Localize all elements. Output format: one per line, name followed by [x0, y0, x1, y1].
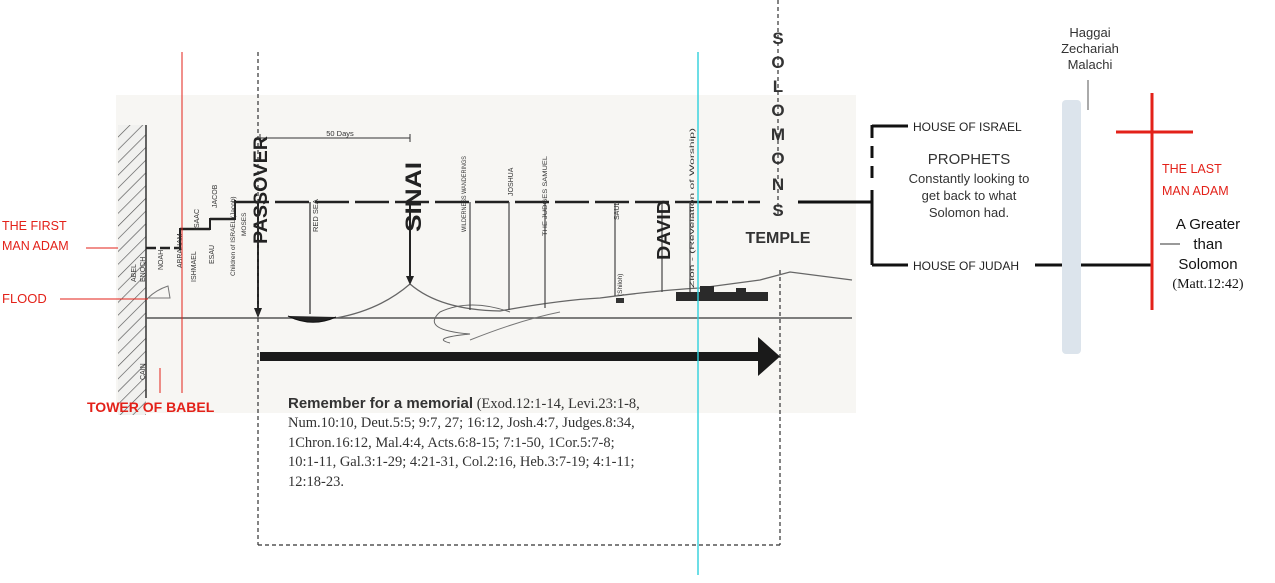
memorial-line-1: (Exod.12:1-14, Levi.23:1-8, [473, 396, 640, 412]
tower-of-babel-label: TOWER OF BABEL [87, 399, 215, 415]
last-man-line2: MAN ADAM [1162, 184, 1229, 198]
abraham-label: ABRAHAM [177, 233, 184, 268]
prophets-line-2: get back to what [921, 188, 1017, 203]
solomons-letter: O [771, 101, 784, 120]
wilderness-path-2 [469, 311, 561, 341]
memorial-lead: Remember for a memorial [288, 395, 474, 412]
greater-line-2: than [1193, 236, 1223, 253]
house-of-judah-label: HOUSE OF JUDAH [913, 259, 1020, 273]
red-sea-water [287, 315, 337, 323]
first-man-line2: MAN ADAM [2, 239, 69, 253]
zechariah-label: Zechariah [1061, 41, 1119, 56]
flood-label: FLOOD [2, 291, 47, 306]
isaac-label: ISAAC [194, 209, 201, 230]
children-of-israel-label: Children of ISRAEL (Jacob) [230, 196, 237, 276]
minor-prophets-block: Haggai Zechariah Malachi [1040, 25, 1140, 73]
sinai-label: SINAI [401, 162, 426, 232]
haggai-label: Haggai [1069, 25, 1111, 40]
scanned-paper-background [116, 95, 856, 413]
prophets-block: PROPHETS Constantly looking to get back … [878, 150, 1060, 221]
prophets-title: PROPHETS [927, 151, 1011, 168]
solomons-letter: M [771, 125, 785, 144]
sinai-drop-arrow [406, 276, 414, 285]
memorial-scripture-block: Remember for a memorial (Exod.12:1-14, L… [288, 394, 768, 492]
prophets-pillar [1062, 100, 1081, 354]
red-sea-label: RED SEA [311, 199, 320, 232]
zion-city [676, 292, 768, 301]
matt-reference: (Matt.12:42) [1172, 277, 1244, 292]
house-of-israel-label: HOUSE OF ISRAEL [913, 120, 1022, 134]
noah-label: NOAH [158, 250, 165, 270]
david-label: DAVID [654, 200, 674, 260]
esau-label: ESAU [209, 245, 216, 264]
solomons-letter: S [772, 201, 783, 220]
fifty-days-label: 50 Days [326, 129, 354, 138]
passover-label: PASSOVER [251, 136, 272, 244]
judges-label: THE JUDGES SAMUEL [542, 156, 549, 236]
zion-label: Zion - (Revelation of Worship) [689, 128, 696, 288]
enoch-label: ENOCH [140, 257, 147, 282]
last-man-line1: THE LAST [1162, 162, 1222, 176]
shiloh-mark [616, 298, 624, 303]
sinai-mountain [335, 271, 853, 319]
cain-label: CAIN [140, 363, 147, 380]
greater-line-1: A Greater [1175, 216, 1241, 233]
progress-arrow-head [758, 337, 780, 376]
malachi-label: Malachi [1067, 57, 1113, 72]
solomons-letter: N [772, 175, 784, 194]
zion-city-tower-2 [736, 288, 746, 294]
moses-label: MOSES [241, 212, 248, 236]
memorial-line-4: 10:1-11, Gal.3:1-29; 4:21-31, Col.2:16, … [288, 454, 635, 471]
memorial-line-2: Num.10:10, Deut.5:5; 9:7, 27; 16:12, Jos… [288, 415, 635, 432]
memorial-line-3: 1Chron.16:12, Mal.4:4, Acts.6:8-15; 7:1-… [288, 434, 615, 451]
ark-sketch [146, 285, 171, 299]
solomons-letter: O [771, 53, 784, 72]
ishmael-label: ISHMAEL [191, 251, 198, 282]
first-man-adam-label: THE FIRST MAN ADAM [2, 216, 69, 256]
greater-than-solomon-block: A Greater than Solomon (Matt.12:42) [1150, 215, 1266, 295]
wilderness-path [433, 304, 511, 344]
prophets-line-3: Solomon had. [928, 205, 1010, 220]
prophets-line-1: Constantly looking to [908, 171, 1030, 186]
progress-arrow-shaft [260, 352, 760, 361]
temple-label: TEMPLE [746, 230, 811, 247]
wilderness-label: WILDERNESS WANDERINGS [461, 155, 468, 232]
saul-label: SAUL [614, 202, 621, 220]
shiloh-label: (Shiloh) [617, 274, 624, 296]
jacob-label: JACOB [212, 184, 219, 208]
abel-label: ABEL [131, 264, 138, 282]
solomons-letter: O [771, 149, 784, 168]
joshua-label: JOSHUA [508, 167, 515, 196]
hatched-wall [118, 125, 146, 415]
first-man-line1: THE FIRST [2, 219, 67, 233]
zion-city-tower [700, 286, 714, 294]
solomons-letter: L [773, 77, 783, 96]
solomons-letter: S [772, 29, 783, 48]
greater-line-3: Solomon [1178, 256, 1238, 273]
last-man-adam-label: THE LAST MAN ADAM [1162, 158, 1229, 202]
memorial-line-5: 12:18-23. [288, 473, 344, 490]
